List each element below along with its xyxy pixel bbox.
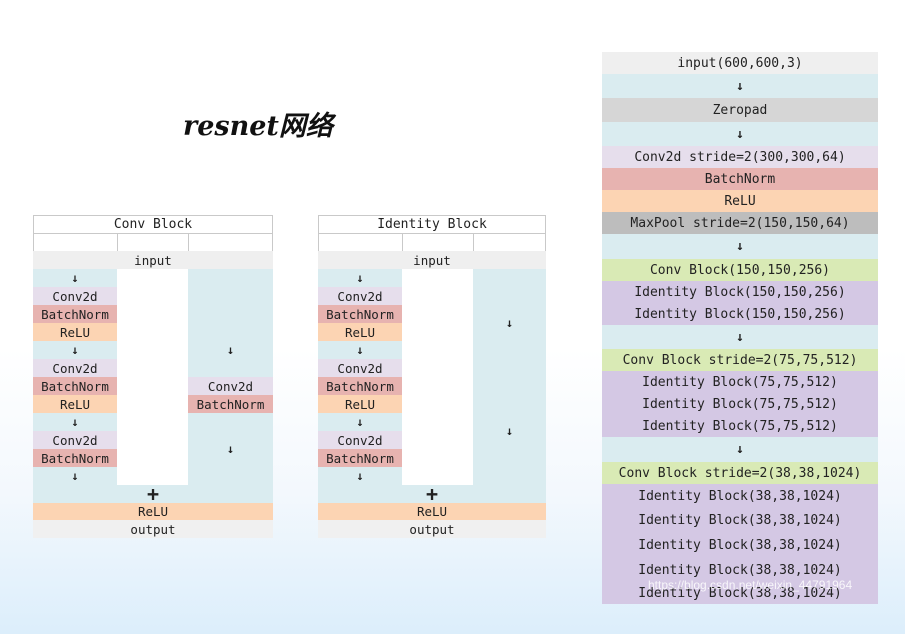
gap-column: [402, 269, 473, 485]
batchnorm-layer: BatchNorm: [33, 449, 117, 467]
conv2d-layer: Conv2d: [33, 287, 117, 305]
flow-identity-block: Identity Block(75,75,512): [602, 371, 878, 393]
shortcut-arrow: ↓: [473, 377, 546, 485]
flow-identity-block: Identity Block(38,38,1024): [602, 484, 878, 508]
flow-identity-block: Identity Block(150,150,256): [602, 281, 878, 303]
conv2d-layer: Conv2d: [318, 359, 402, 377]
flow-arrow: ↓: [602, 74, 878, 98]
flow-identity-block: Identity Block(75,75,512): [602, 415, 878, 437]
down-arrow: ↓: [33, 467, 117, 485]
header-subrow: [33, 234, 273, 251]
header-subrow: [318, 234, 546, 251]
down-arrow: ↓: [318, 269, 402, 287]
watermark: https://blog.csdn.net/weixin_44791964: [648, 578, 853, 592]
batchnorm-layer: BatchNorm: [33, 377, 117, 395]
relu-layer: ReLU: [318, 395, 402, 413]
batchnorm-layer: BatchNorm: [318, 377, 402, 395]
shortcut-batchnorm: BatchNorm: [188, 395, 273, 413]
flow-arrow: ↓: [602, 122, 878, 146]
identity-block-diagram: Identity Block input ↓ Conv2d BatchNorm …: [318, 215, 546, 538]
header-divider: [117, 234, 118, 251]
batchnorm-layer: BatchNorm: [318, 305, 402, 323]
conv-block-header: Conv Block: [33, 215, 273, 234]
conv-block-diagram: Conv Block input ↓ Conv2d BatchNorm ReLU…: [33, 215, 273, 538]
flow-identity-block: Identity Block(38,38,1024): [602, 533, 878, 558]
relu-layer: ReLU: [318, 323, 402, 341]
header-divider: [402, 234, 403, 251]
add-node: +: [33, 482, 273, 506]
conv2d-layer: Conv2d: [318, 431, 402, 449]
gap-column: [117, 269, 188, 485]
batchnorm-layer: BatchNorm: [318, 449, 402, 467]
flow-arrow: ↓: [602, 325, 878, 349]
flow-batchnorm: BatchNorm: [602, 168, 878, 190]
relu-layer: ReLU: [33, 323, 117, 341]
add-node: +: [318, 482, 546, 506]
conv2d-layer: Conv2d: [318, 287, 402, 305]
down-arrow: ↓: [33, 269, 117, 287]
flow-relu: ReLU: [602, 190, 878, 212]
flow-identity-block: Identity Block(75,75,512): [602, 393, 878, 415]
flow-maxpool: MaxPool stride=2(150,150,64): [602, 212, 878, 234]
page-title: resnet网络: [183, 111, 333, 142]
conv2d-layer: Conv2d: [33, 359, 117, 377]
down-arrow: ↓: [33, 413, 117, 431]
identity-block-header: Identity Block: [318, 215, 546, 234]
output-node: output: [33, 520, 273, 538]
flow-zeropad: Zeropad: [602, 98, 878, 122]
relu-layer: ReLU: [33, 503, 273, 520]
flow-conv-block: Conv Block stride=2(75,75,512): [602, 349, 878, 371]
shortcut-arrow: ↓: [473, 269, 546, 377]
flow-identity-block: Identity Block(38,38,1024): [602, 558, 878, 582]
flow-identity-block: Identity Block(38,38,1024): [602, 582, 878, 604]
relu-layer: ReLU: [33, 395, 117, 413]
resnet-flow-diagram: input(600,600,3) ↓ Zeropad ↓ Conv2d stri…: [602, 52, 878, 604]
input-node: input: [318, 251, 546, 269]
flow-identity-block: Identity Block(150,150,256): [602, 303, 878, 325]
conv2d-layer: Conv2d: [33, 431, 117, 449]
header-divider: [473, 234, 474, 251]
flow-conv2d: Conv2d stride=2(300,300,64): [602, 146, 878, 168]
batchnorm-layer: BatchNorm: [33, 305, 117, 323]
flow-input: input(600,600,3): [602, 52, 878, 74]
down-arrow: ↓: [33, 341, 117, 359]
shortcut-arrow: ↓: [188, 413, 273, 485]
input-node: input: [33, 251, 273, 269]
relu-layer: ReLU: [318, 503, 546, 520]
down-arrow: ↓: [318, 341, 402, 359]
flow-conv-block: Conv Block(150,150,256): [602, 259, 878, 281]
shortcut-conv2d: Conv2d: [188, 377, 273, 395]
flow-conv-block: Conv Block stride=2(38,38,1024): [602, 462, 878, 484]
header-divider: [188, 234, 189, 251]
flow-identity-block: Identity Block(38,38,1024): [602, 508, 878, 533]
output-node: output: [318, 520, 546, 538]
down-arrow: ↓: [318, 467, 402, 485]
down-arrow: ↓: [318, 413, 402, 431]
flow-arrow: ↓: [602, 234, 878, 259]
flow-arrow: ↓: [602, 437, 878, 462]
